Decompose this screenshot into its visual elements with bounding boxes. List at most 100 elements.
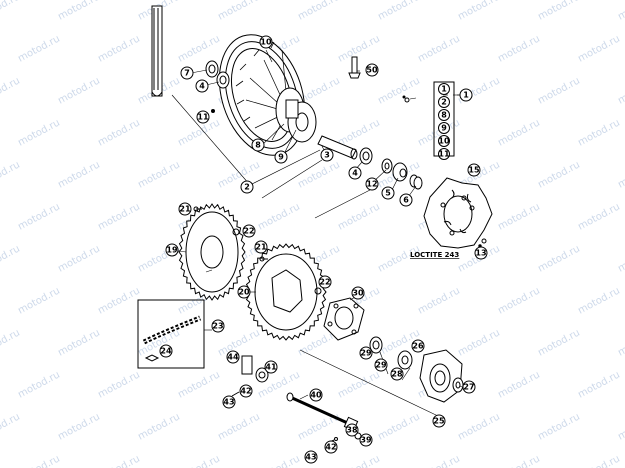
chain-adjuster-parts <box>231 355 269 397</box>
callout: 20 <box>237 285 251 299</box>
watermark-text: motod.ru <box>496 33 542 64</box>
legend-item-label: 10 <box>438 137 450 146</box>
watermark-text: motod.ru <box>616 327 625 358</box>
legend-item-label: 2 <box>441 98 447 107</box>
watermark-text: motod.ru <box>296 159 342 190</box>
watermark-text: motod.ru <box>16 33 62 64</box>
svg-text:23: 23 <box>212 322 223 331</box>
svg-text:43: 43 <box>305 453 316 462</box>
legend-box: 1 2 8 9 10 11 1 <box>433 81 473 160</box>
watermark-text: motod.ru <box>176 453 222 468</box>
callout: 44 <box>226 350 240 364</box>
callout: 15 <box>467 163 481 177</box>
watermark-text: motod.ru <box>216 0 262 23</box>
callout: 10 <box>259 35 273 49</box>
svg-text:4: 4 <box>199 82 205 91</box>
svg-text:24: 24 <box>160 347 172 356</box>
svg-text:21: 21 <box>179 205 191 214</box>
callout: 29 <box>359 346 373 360</box>
watermark-text: motod.ru <box>536 243 582 274</box>
svg-text:2: 2 <box>244 183 250 192</box>
left-spacer-part <box>205 60 219 78</box>
watermark-text: motod.ru <box>0 0 22 23</box>
watermark-text: motod.ru <box>136 411 182 442</box>
watermark-text: motod.ru <box>456 0 502 23</box>
watermark-text: motod.ru <box>0 327 22 358</box>
watermark-text: motod.ru <box>576 285 622 316</box>
callout: 4 <box>195 79 209 93</box>
callout: 27 <box>462 380 476 394</box>
svg-text:22: 22 <box>319 278 330 287</box>
chain-box <box>137 299 205 369</box>
callout: 9 <box>274 150 288 164</box>
watermark-text: motod.ru <box>96 285 142 316</box>
svg-text:30: 30 <box>352 289 364 298</box>
watermark-text: motod.ru <box>336 369 382 400</box>
callout: 43 <box>222 395 236 409</box>
axle-sleeve-part <box>317 135 358 160</box>
legend-item: 1 <box>438 83 450 95</box>
svg-text:29: 29 <box>360 349 372 358</box>
watermark-text: motod.ru <box>336 201 382 232</box>
svg-text:41: 41 <box>265 363 277 372</box>
watermark-text: motod.ru <box>256 453 302 468</box>
legend-item: 10 <box>438 135 450 147</box>
callout: 43 <box>304 450 318 464</box>
leader-lines <box>170 49 467 417</box>
watermark-text: motod.ru <box>456 411 502 442</box>
watermark-text: motod.ru <box>56 411 102 442</box>
legend-item-label: 11 <box>438 150 450 159</box>
legend-item-label: 9 <box>441 124 447 133</box>
callout: 21 <box>254 240 268 254</box>
watermark-text: motod.ru <box>96 453 142 468</box>
watermark-text: motod.ru <box>536 411 582 442</box>
svg-text:29: 29 <box>375 361 387 370</box>
svg-text:15: 15 <box>468 166 480 175</box>
legend-item-label: 8 <box>441 111 447 120</box>
watermark-text: motod.ru <box>16 285 62 316</box>
spacer-part <box>392 162 408 182</box>
svg-text:42: 42 <box>325 443 336 452</box>
svg-text:3: 3 <box>324 151 330 160</box>
callout: 13 <box>474 246 488 260</box>
callout: 41 <box>264 360 278 374</box>
loctite-label: LOCTITE 243 <box>410 251 459 259</box>
watermark-text: motod.ru <box>496 453 542 468</box>
watermark-text: motod.ru <box>376 243 422 274</box>
watermark-text: motod.ru <box>496 117 542 148</box>
legend-callout-1: 1 <box>459 88 473 102</box>
callout: 22 <box>242 224 256 238</box>
svg-text:39: 39 <box>360 436 372 445</box>
watermark-text: motod.ru <box>0 159 22 190</box>
watermark-text: motod.ru <box>416 453 462 468</box>
svg-text:6: 6 <box>403 196 409 205</box>
svg-text:38: 38 <box>346 426 358 435</box>
watermark-text: motod.ru <box>136 159 182 190</box>
callout: 21 <box>178 202 192 216</box>
callout: 50 <box>365 63 379 77</box>
watermark-text: motod.ru <box>416 285 462 316</box>
distance-bushing-part <box>409 174 423 190</box>
svg-text:8: 8 <box>255 141 261 150</box>
bolt-11-part <box>211 109 215 113</box>
watermark-text: motod.ru <box>616 75 625 106</box>
watermark-text: motod.ru <box>56 327 102 358</box>
sprocket-carrier-part <box>323 297 365 341</box>
legend-item: 2 <box>438 96 450 108</box>
callout: 30 <box>351 286 365 300</box>
left-bearing-part <box>216 71 230 89</box>
callout: 4 <box>348 166 362 180</box>
watermark-text: motod.ru <box>136 327 182 358</box>
watermark-text: motod.ru <box>616 159 625 190</box>
callout: 42 <box>324 440 338 454</box>
svg-text:26: 26 <box>412 342 424 351</box>
watermark-text: motod.ru <box>376 75 422 106</box>
svg-text:9: 9 <box>278 153 284 162</box>
watermark-text: motod.ru <box>0 243 22 274</box>
watermark-text: motod.ru <box>16 369 62 400</box>
legend-item: 8 <box>438 109 450 121</box>
callout: 3 <box>320 148 334 162</box>
watermark-text: motod.ru <box>0 75 22 106</box>
